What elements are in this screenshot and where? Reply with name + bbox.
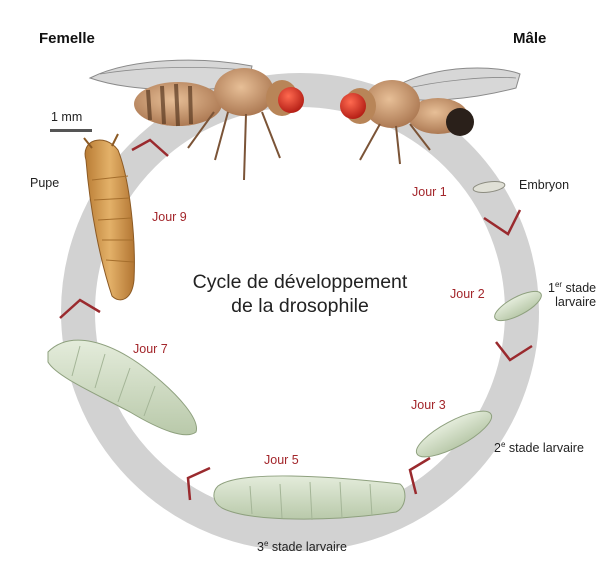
larva2-rest: stade larvaire: [505, 441, 584, 455]
day-2-label: Jour 2: [450, 287, 485, 301]
day-7-label: Jour 7: [133, 342, 168, 356]
larva1-line2: larvaire: [548, 295, 596, 309]
title-line-1: Cycle de développement: [175, 270, 425, 294]
larva1-sup: er: [555, 280, 562, 289]
day-1-label: Jour 1: [412, 185, 447, 199]
larva2-label: 2e stade larvaire: [494, 441, 584, 455]
scale-label: 1 mm: [51, 110, 82, 124]
day-5-label: Jour 5: [264, 453, 299, 467]
male-label: Mâle: [513, 30, 546, 47]
pupa-label: Pupe: [30, 176, 59, 190]
larva3-rest: stade larvaire: [268, 540, 347, 554]
larva3-num: 3: [257, 540, 264, 554]
larva-icon: [214, 476, 405, 520]
day-9-label: Jour 9: [152, 210, 187, 224]
title-line-2: de la drosophile: [175, 294, 425, 318]
larva3-label: 3e stade larvaire: [257, 540, 347, 554]
embryo-label: Embryon: [519, 178, 569, 192]
day-3-label: Jour 3: [411, 398, 446, 412]
larva1-line1: stade: [562, 281, 596, 295]
female-label: Femelle: [39, 30, 95, 47]
scale-bar: [50, 129, 92, 132]
larva1-label: 1er stade larvaire: [548, 281, 596, 309]
drosophila-male-icon: [340, 68, 520, 164]
diagram-title: Cycle de développement de la drosophile: [175, 270, 425, 318]
larva2-num: 2: [494, 441, 501, 455]
larva1-num: 1: [548, 281, 555, 295]
